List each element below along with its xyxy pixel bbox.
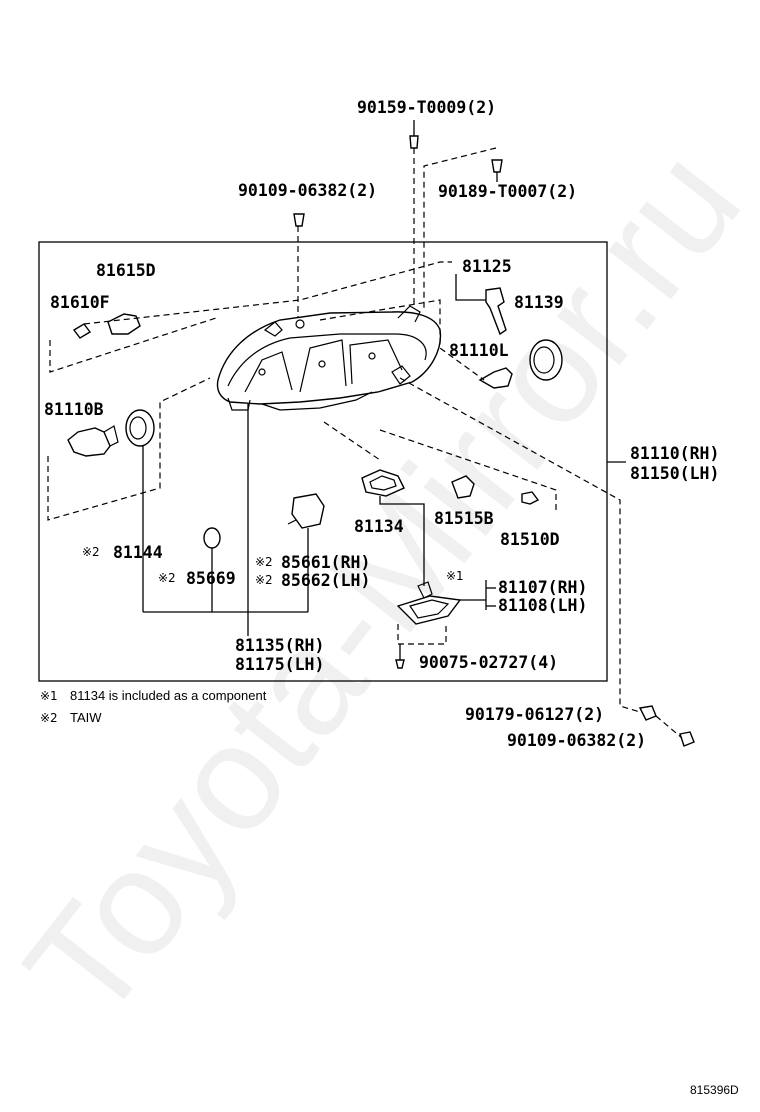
label-81150-lh: 81150(LH) (630, 464, 719, 483)
label-90075: 90075-02727(4) (419, 653, 558, 672)
ballast-81107-icon (396, 581, 462, 625)
label-81610f: 81610F (50, 293, 110, 312)
mark-85661: ※2 (255, 555, 273, 569)
screw-90075-icon (395, 659, 405, 669)
label-85669: 85669 (186, 569, 236, 588)
screw-90159-icon (409, 135, 419, 149)
label-81139: 81139 (514, 293, 564, 312)
leader-lines (47, 120, 683, 739)
bulb-81110l-icon (478, 367, 513, 389)
headlamp-housing (216, 305, 442, 411)
label-81510d: 81510D (500, 530, 560, 549)
footnote-1-mark: ※1 (40, 689, 58, 703)
mark-85662: ※2 (255, 573, 273, 587)
label-81110-rh: 81110(RH) (630, 444, 719, 463)
watermark-text: Toyota-Mirror.ru (0, 119, 760, 1050)
label-81110b: 81110B (44, 400, 104, 419)
label-81175: 81175(LH) (235, 655, 324, 674)
igniter-85661-icon (287, 493, 325, 529)
ballast-screw-area (397, 624, 447, 645)
o-ring-85669-icon (203, 527, 221, 549)
label-81515b: 81515B (434, 509, 494, 528)
screw-90109a-icon (293, 213, 305, 227)
label-85662: 85662(LH) (281, 571, 370, 590)
mark-81107: ※1 (446, 569, 464, 583)
label-81125: 81125 (462, 257, 512, 276)
nut-90179-icon (638, 705, 657, 721)
label-90109-06382-top: 90109-06382(2) (238, 181, 377, 200)
screw-90189-icon (491, 159, 503, 173)
mark-81144: ※2 (82, 545, 100, 559)
figure-reference: 815396D (690, 1083, 739, 1097)
wire-81125-icon (485, 287, 507, 336)
label-85661: 85661(RH) (281, 553, 370, 572)
footnote-2-mark: ※2 (40, 711, 58, 725)
cover-81139-icon (529, 339, 563, 381)
label-90159: 90159-T0009(2) (357, 98, 496, 117)
gasket-81134-icon (361, 469, 405, 497)
label-81107: 81107(RH) (498, 578, 587, 597)
bolt-90109b-icon (679, 731, 695, 747)
label-90179: 90179-06127(2) (465, 705, 604, 724)
label-81144: 81144 (113, 543, 163, 562)
label-81134: 81134 (354, 517, 404, 536)
socket-81615d-icon (107, 313, 141, 335)
label-81135: 81135(RH) (235, 636, 324, 655)
mark-85669: ※2 (158, 571, 176, 585)
bulb-81610f-icon (72, 323, 92, 339)
label-81615d: 81615D (96, 261, 156, 280)
label-81108: 81108(LH) (498, 596, 587, 615)
bulb-81510d-icon (521, 491, 540, 505)
footnote-2-text: TAIW (70, 710, 102, 725)
bulb-81110b-icon (67, 425, 119, 457)
label-90189: 90189-T0007(2) (438, 182, 577, 201)
bulb-socket-81144-icon (125, 409, 155, 447)
label-81110l: 81110L (449, 341, 509, 360)
label-90109-06382-bottom: 90109-06382(2) (507, 731, 646, 750)
footnote-1-text: 81134 is included as a component (70, 688, 267, 703)
socket-81515b-icon (451, 475, 475, 499)
